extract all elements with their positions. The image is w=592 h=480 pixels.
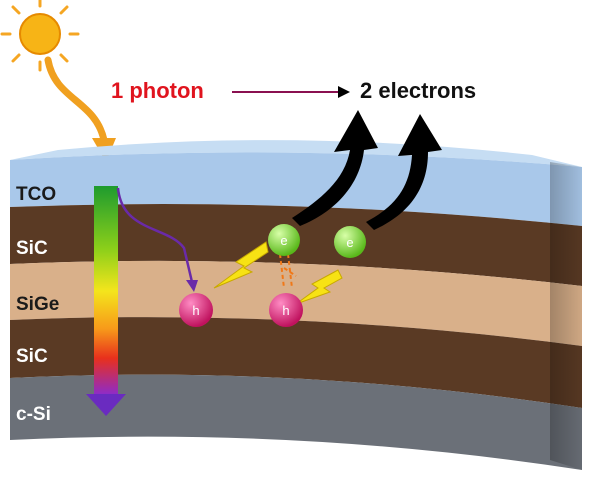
layer-label-tco: TCO (16, 184, 57, 205)
layer-sic-lower (10, 317, 582, 408)
absorption-path (116, 187, 194, 283)
layer-label-sige: SiGe (16, 294, 60, 315)
layer-label-sic-lower: SiC (16, 346, 48, 367)
layer-label-c-si: c-Si (16, 404, 51, 425)
layer-label-sic-upper: SiC (16, 238, 48, 259)
photon-label: 1 photon (111, 78, 204, 103)
spectrum-arrow (86, 186, 126, 416)
electron-1: e (268, 224, 300, 256)
sun-icon (0, 0, 80, 72)
svg-text:e: e (346, 235, 353, 250)
conversion-arrow (232, 86, 350, 98)
pair-link (279, 253, 297, 289)
svg-text:e: e (280, 233, 287, 248)
svg-text:h: h (192, 303, 199, 318)
layer-tco (10, 152, 582, 226)
hole-2: h (269, 293, 303, 327)
lightning-bolt-icon (213, 241, 343, 305)
electrons-label: 2 electrons (360, 78, 477, 103)
layer-c-si (10, 374, 582, 470)
svg-text:h: h (282, 303, 289, 318)
electron-exit-arrows (292, 110, 442, 230)
electron-2: e (334, 226, 366, 258)
slab-right-edge (550, 162, 582, 470)
hole-1: h (179, 293, 213, 327)
